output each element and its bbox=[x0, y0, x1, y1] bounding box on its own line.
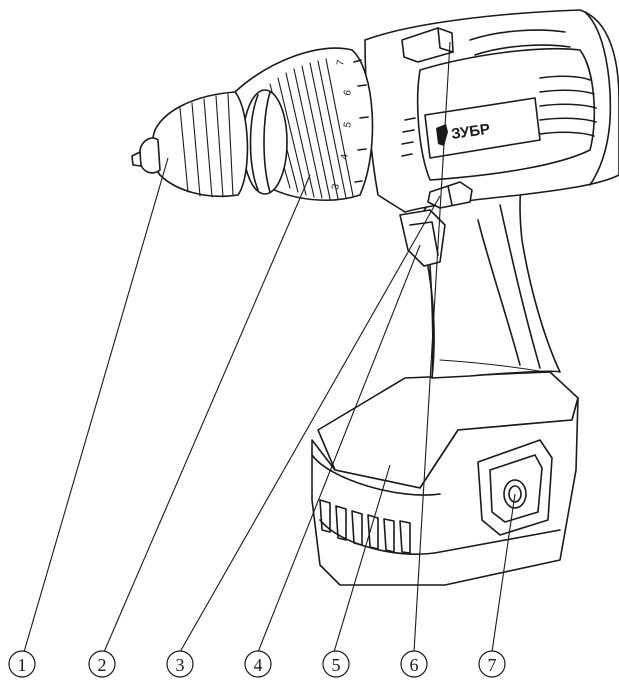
callouts: 1 2 3 4 5 6 7 bbox=[8, 650, 506, 678]
leader-line-7 bbox=[491, 493, 516, 653]
torque-mark: 4 bbox=[339, 153, 351, 161]
callout-7: 7 bbox=[478, 650, 506, 678]
callout-4: 4 bbox=[244, 650, 272, 678]
callout-3: 3 bbox=[166, 650, 194, 678]
leader-lines bbox=[23, 41, 516, 653]
motor-vents bbox=[539, 75, 597, 137]
torque-scale: 3 4 5 6 7 bbox=[330, 59, 369, 191]
battery-pack bbox=[311, 371, 579, 586]
callout-5: 5 bbox=[322, 650, 350, 678]
battery-vents bbox=[319, 499, 411, 554]
speed-selector bbox=[427, 181, 473, 209]
callout-number: 3 bbox=[176, 655, 185, 675]
callout-2: 2 bbox=[88, 650, 116, 678]
motor-housing: ЗУБР bbox=[364, 9, 619, 213]
leader-line-1 bbox=[23, 157, 169, 653]
callout-1: 1 bbox=[8, 650, 36, 678]
brand-label: ЗУБР bbox=[450, 121, 491, 143]
callout-number: 7 bbox=[488, 655, 497, 675]
callout-number: 6 bbox=[410, 655, 419, 675]
battery-latch bbox=[477, 439, 553, 536]
chuck bbox=[131, 89, 288, 198]
torque-mark: 7 bbox=[335, 59, 347, 67]
trigger bbox=[399, 209, 446, 379]
torque-mark: 6 bbox=[342, 89, 354, 97]
leader-line-3 bbox=[179, 195, 441, 653]
callout-number: 4 bbox=[254, 655, 263, 675]
callout-6: 6 bbox=[400, 650, 428, 678]
leader-line-6 bbox=[413, 41, 451, 653]
torque-mark: 3 bbox=[330, 183, 342, 191]
leader-line-4 bbox=[257, 244, 421, 653]
callout-number: 5 bbox=[332, 655, 341, 675]
leader-line-5 bbox=[333, 464, 391, 653]
callout-number: 2 bbox=[98, 655, 107, 675]
leader-line-2 bbox=[103, 174, 311, 653]
torque-mark: 5 bbox=[342, 121, 354, 129]
callout-number: 1 bbox=[18, 655, 27, 675]
